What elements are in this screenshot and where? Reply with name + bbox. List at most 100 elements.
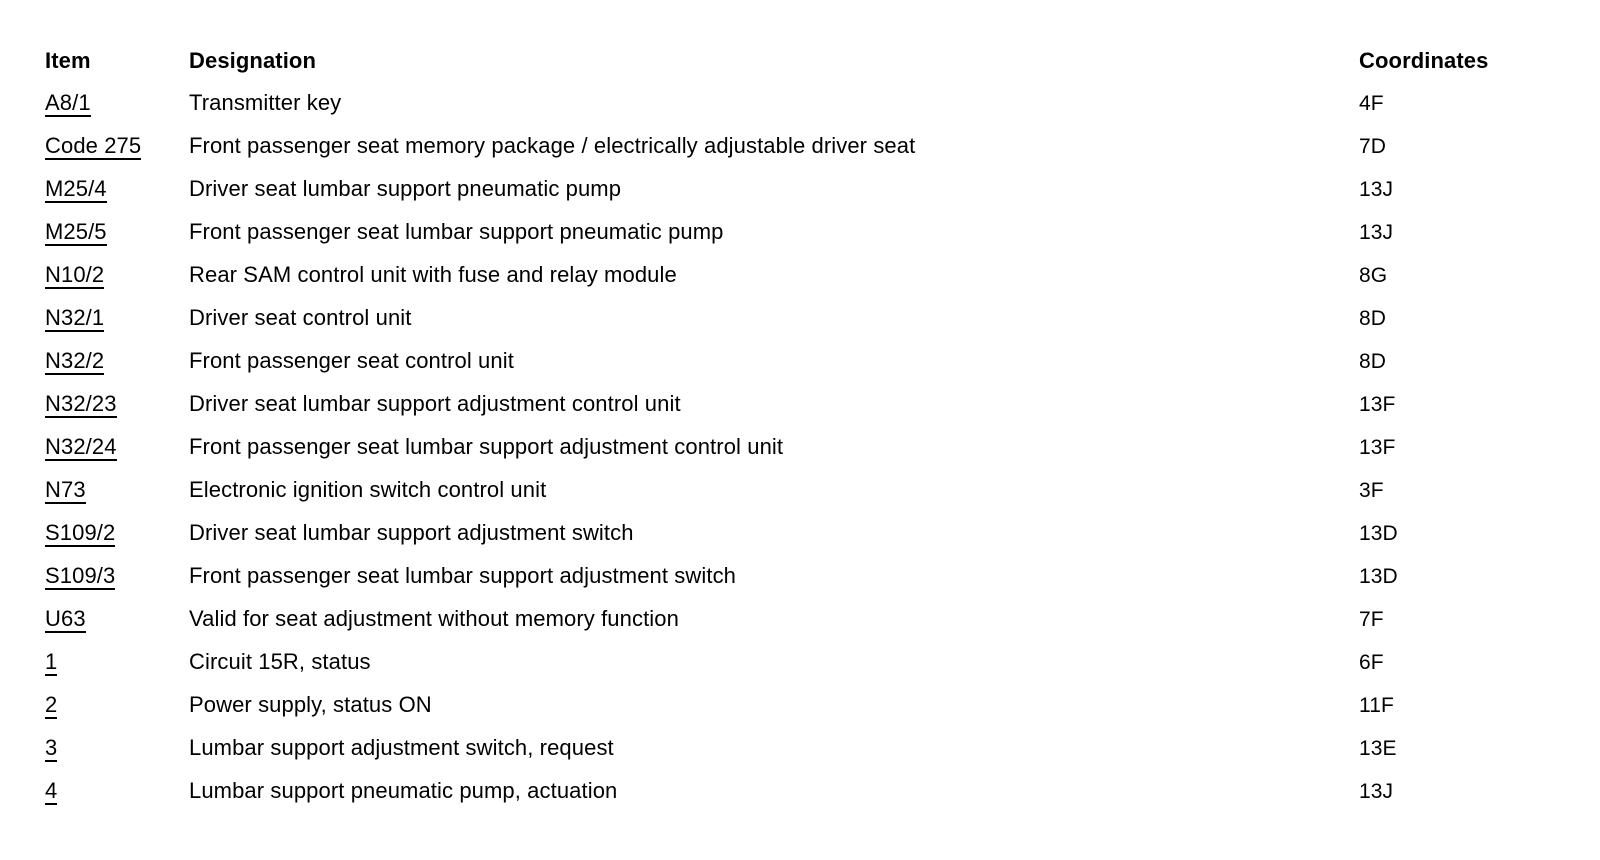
- table-row: N32/24 Front passenger seat lumbar suppor…: [0, 426, 1600, 469]
- table-row: N32/23 Driver seat lumbar support adjustm…: [0, 383, 1600, 426]
- item-cell: A8/1: [0, 82, 183, 125]
- table-row: N10/2 Rear SAM control unit with fuse and…: [0, 254, 1600, 297]
- coordinate-value: 8D: [1359, 307, 1387, 330]
- item-cell: M25/5: [0, 211, 183, 254]
- designation-text: Driver seat lumbar support adjustment co…: [189, 391, 681, 416]
- coordinates-cell: 7F: [1330, 598, 1600, 641]
- designation-text: Electronic ignition switch control unit: [189, 477, 547, 502]
- column-header-item: Item: [45, 48, 91, 73]
- item-reference[interactable]: N10/2: [45, 263, 105, 290]
- coordinate-value: 4F: [1359, 92, 1384, 115]
- coordinates-cell: 3F: [1330, 469, 1600, 512]
- designation-cell: Lumbar support adjustment switch, reques…: [183, 727, 1330, 770]
- designation-text: Power supply, status ON: [189, 692, 432, 717]
- item-reference[interactable]: Code 275: [45, 134, 142, 161]
- table-row: Code 275 Front passenger seat memory pack…: [0, 125, 1600, 168]
- item-cell: N10/2: [0, 254, 183, 297]
- coordinate-value: 7D: [1359, 135, 1387, 158]
- designation-cell: Driver seat control unit: [183, 297, 1330, 340]
- coordinates-cell: 13F: [1330, 383, 1600, 426]
- item-cell: 2: [0, 684, 183, 727]
- coordinate-value: 3F: [1359, 479, 1384, 502]
- coordinates-cell: 13D: [1330, 512, 1600, 555]
- designation-cell: Lumbar support pneumatic pump, actuation: [183, 770, 1330, 813]
- item-reference[interactable]: M25/5: [45, 220, 107, 247]
- designation-cell: Power supply, status ON: [183, 684, 1330, 727]
- table-row: 4 Lumbar support pneumatic pump, actuatio…: [0, 770, 1600, 813]
- coordinate-value: 13E: [1359, 737, 1397, 760]
- coordinate-value: 8D: [1359, 350, 1387, 373]
- item-cell: 3: [0, 727, 183, 770]
- designation-cell: Driver seat lumbar support pneumatic pum…: [183, 168, 1330, 211]
- item-cell: N32/24: [0, 426, 183, 469]
- table-row: M25/4 Driver seat lumbar support pneumati…: [0, 168, 1600, 211]
- coordinate-value: 7F: [1359, 608, 1384, 631]
- item-reference[interactable]: N32/24: [45, 435, 117, 462]
- designation-cell: Transmitter key: [183, 82, 1330, 125]
- designation-cell: Valid for seat adjustment without memory…: [183, 598, 1330, 641]
- designation-cell: Rear SAM control unit with fuse and rela…: [183, 254, 1330, 297]
- component-legend-table: Item Designation Coordinates A8/1 Transmi…: [0, 40, 1600, 813]
- item-reference[interactable]: 3: [45, 736, 58, 763]
- table-row: S109/2 Driver seat lumbar support adjustm…: [0, 512, 1600, 555]
- coordinates-cell: 13J: [1330, 770, 1600, 813]
- item-cell: 1: [0, 641, 183, 684]
- designation-cell: Circuit 15R, status: [183, 641, 1330, 684]
- item-reference[interactable]: S109/2: [45, 521, 116, 548]
- item-cell: Code 275: [0, 125, 183, 168]
- coordinates-cell: 4F: [1330, 82, 1600, 125]
- item-cell: N73: [0, 469, 183, 512]
- item-reference[interactable]: 4: [45, 779, 58, 806]
- coordinate-value: 13F: [1359, 393, 1396, 416]
- designation-text: Front passenger seat lumbar support pneu…: [189, 219, 724, 244]
- item-reference[interactable]: N32/23: [45, 392, 117, 419]
- item-reference[interactable]: A8/1: [45, 91, 91, 118]
- coordinate-value: 13D: [1359, 565, 1398, 588]
- designation-cell: Electronic ignition switch control unit: [183, 469, 1330, 512]
- designation-text: Front passenger seat lumbar support adju…: [189, 434, 784, 459]
- table-header-row: Item Designation Coordinates: [0, 40, 1600, 82]
- designation-text: Rear SAM control unit with fuse and rela…: [189, 262, 677, 287]
- designation-text: Lumbar support adjustment switch, reques…: [189, 735, 614, 760]
- designation-text: Driver seat lumbar support adjustment sw…: [189, 520, 634, 545]
- item-cell: S109/2: [0, 512, 183, 555]
- coordinate-value: 11F: [1359, 694, 1394, 717]
- table-row: 2 Power supply, status ON 11F: [0, 684, 1600, 727]
- item-cell: 4: [0, 770, 183, 813]
- coordinates-cell: 8G: [1330, 254, 1600, 297]
- item-cell: U63: [0, 598, 183, 641]
- table-row: N32/1 Driver seat control unit 8D: [0, 297, 1600, 340]
- designation-text: Driver seat control unit: [189, 305, 412, 330]
- designation-cell: Front passenger seat control unit: [183, 340, 1330, 383]
- coordinates-cell: 6F: [1330, 641, 1600, 684]
- item-reference[interactable]: N73: [45, 478, 86, 505]
- item-reference[interactable]: 1: [45, 650, 58, 677]
- item-cell: N32/23: [0, 383, 183, 426]
- designation-cell: Driver seat lumbar support adjustment sw…: [183, 512, 1330, 555]
- designation-text: Circuit 15R, status: [189, 649, 371, 674]
- item-reference[interactable]: 2: [45, 693, 58, 720]
- item-reference[interactable]: M25/4: [45, 177, 107, 204]
- coordinates-cell: 13D: [1330, 555, 1600, 598]
- item-reference[interactable]: U63: [45, 607, 86, 634]
- item-cell: M25/4: [0, 168, 183, 211]
- coordinate-value: 13D: [1359, 522, 1398, 545]
- item-reference[interactable]: N32/2: [45, 349, 105, 376]
- column-header-designation: Designation: [189, 48, 316, 73]
- column-header-coordinates: Coordinates: [1359, 48, 1489, 73]
- designation-text: Front passenger seat control unit: [189, 348, 514, 373]
- item-reference[interactable]: S109/3: [45, 564, 116, 591]
- coordinate-value: 13J: [1359, 178, 1394, 201]
- coordinates-cell: 13E: [1330, 727, 1600, 770]
- designation-text: Front passenger seat memory package / el…: [189, 133, 916, 158]
- table-row: S109/3 Front passenger seat lumbar suppor…: [0, 555, 1600, 598]
- designation-cell: Front passenger seat lumbar support adju…: [183, 426, 1330, 469]
- coordinates-cell: 13J: [1330, 211, 1600, 254]
- designation-text: Driver seat lumbar support pneumatic pum…: [189, 176, 622, 201]
- item-reference[interactable]: N32/1: [45, 306, 105, 333]
- designation-text: Valid for seat adjustment without memory…: [189, 606, 679, 631]
- table-row: 1 Circuit 15R, status 6F: [0, 641, 1600, 684]
- designation-text: Front passenger seat lumbar support adju…: [189, 563, 737, 588]
- coordinate-value: 8G: [1359, 264, 1388, 287]
